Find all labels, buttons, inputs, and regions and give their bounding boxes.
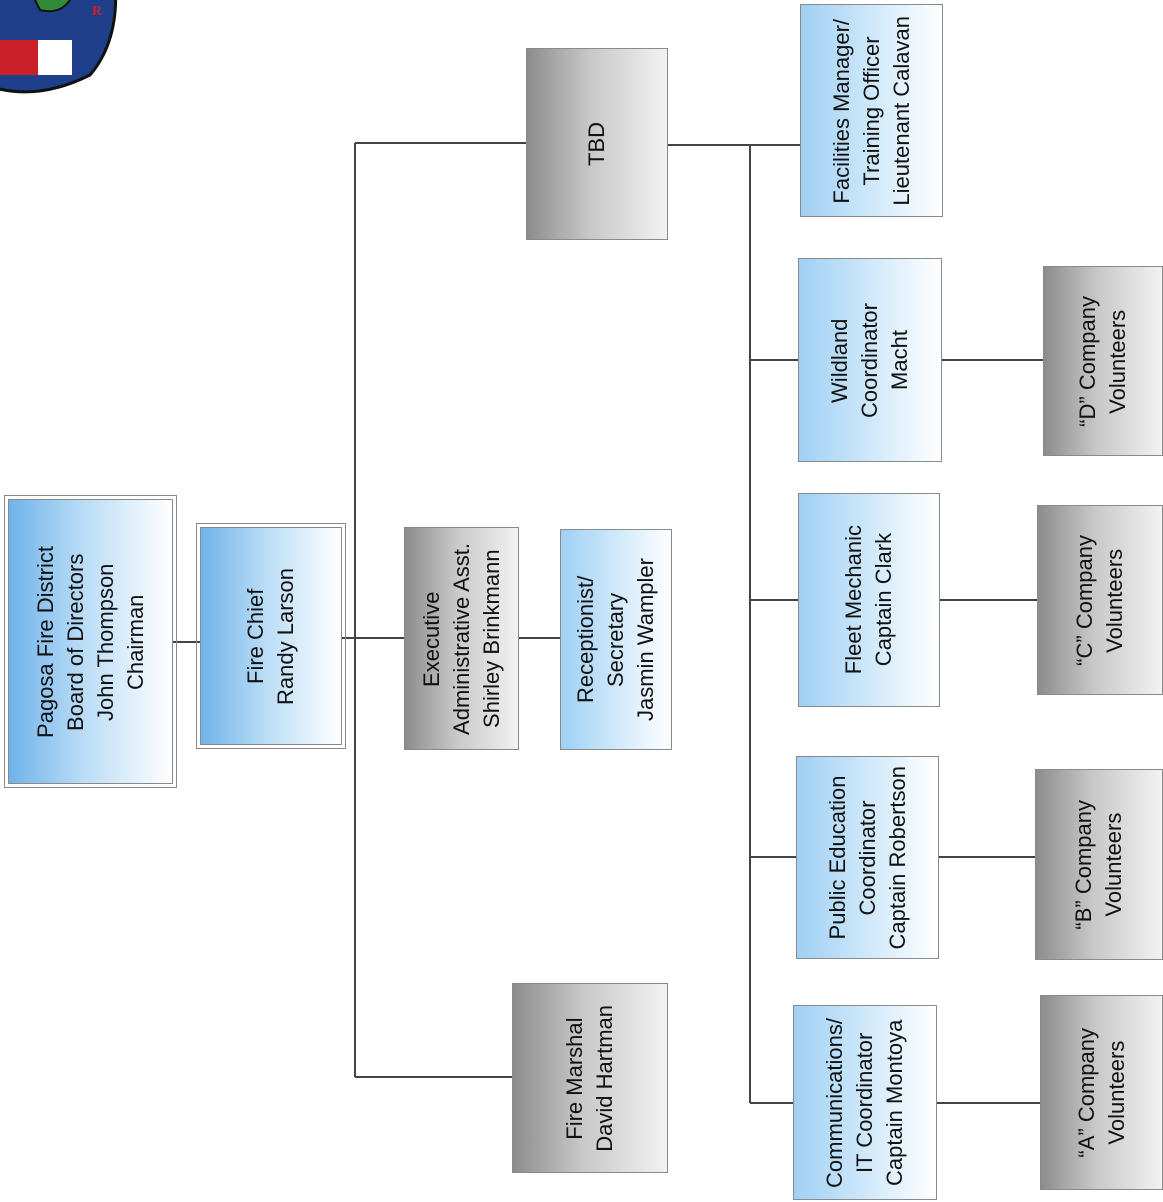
node-company-b-label: “B” Company Volunteers <box>1071 799 1126 930</box>
logo-letter: R <box>92 4 103 19</box>
node-communications-it-label: Communications/ IT Coordinator Captain M… <box>822 1017 907 1188</box>
node-fleet-mechanic: Fleet Mechanic Captain Clark <box>798 493 940 707</box>
fire-district-logo: R <box>0 0 118 94</box>
node-company-b: “B” Company Volunteers <box>1035 769 1163 960</box>
node-facilities-manager-label: Facilities Manager/ Training Officer Lie… <box>828 15 914 206</box>
node-receptionist-label: Receptionist/ Secretary Jasmin Wampler <box>573 558 658 721</box>
node-tbd-label: TBD <box>584 122 609 166</box>
node-company-c: “C” Company Volunteers <box>1037 505 1163 695</box>
node-company-a-label: “A” Company Volunteers <box>1073 1027 1129 1158</box>
node-board-of-directors: Pagosa Fire District Board of Directors … <box>4 495 177 788</box>
node-company-c-label: “C” Company Volunteers <box>1072 534 1127 666</box>
logo-white-panel <box>38 40 72 75</box>
node-wildland-coordinator: Wildland Coordinator Macht <box>798 258 942 462</box>
node-fire-chief-label: Fire Chief Randy Larson <box>243 567 298 705</box>
node-company-d: “D” Company Volunteers <box>1043 266 1163 456</box>
node-communications-it: Communications/ IT Coordinator Captain M… <box>793 1005 937 1200</box>
node-tbd: TBD <box>526 48 668 240</box>
node-public-education-label: Public Education Coordinator Captain Rob… <box>824 765 910 950</box>
node-company-a: “A” Company Volunteers <box>1040 995 1163 1190</box>
logo-green-emblem <box>33 0 72 13</box>
node-board-label: Pagosa Fire District Board of Directors … <box>32 545 148 738</box>
logo-red-panel <box>0 40 38 75</box>
node-facilities-manager: Facilities Manager/ Training Officer Lie… <box>800 4 943 217</box>
node-executive-assistant: Executive Administrative Asst. Shirley B… <box>404 527 519 750</box>
node-company-d-label: “D” Company Volunteers <box>1075 295 1130 427</box>
node-public-education: Public Education Coordinator Captain Rob… <box>796 756 939 959</box>
node-executive-assistant-label: Executive Administrative Asst. Shirley B… <box>418 542 504 735</box>
node-fire-chief: Fire Chief Randy Larson <box>196 523 346 749</box>
node-receptionist: Receptionist/ Secretary Jasmin Wampler <box>560 529 672 750</box>
node-fire-marshal-label: Fire Marshal David Hartman <box>562 1004 617 1152</box>
node-wildland-coordinator-label: Wildland Coordinator Macht <box>827 302 912 418</box>
node-fire-marshal: Fire Marshal David Hartman <box>512 983 668 1173</box>
node-fleet-mechanic-label: Fleet Mechanic Captain Clark <box>841 525 896 675</box>
